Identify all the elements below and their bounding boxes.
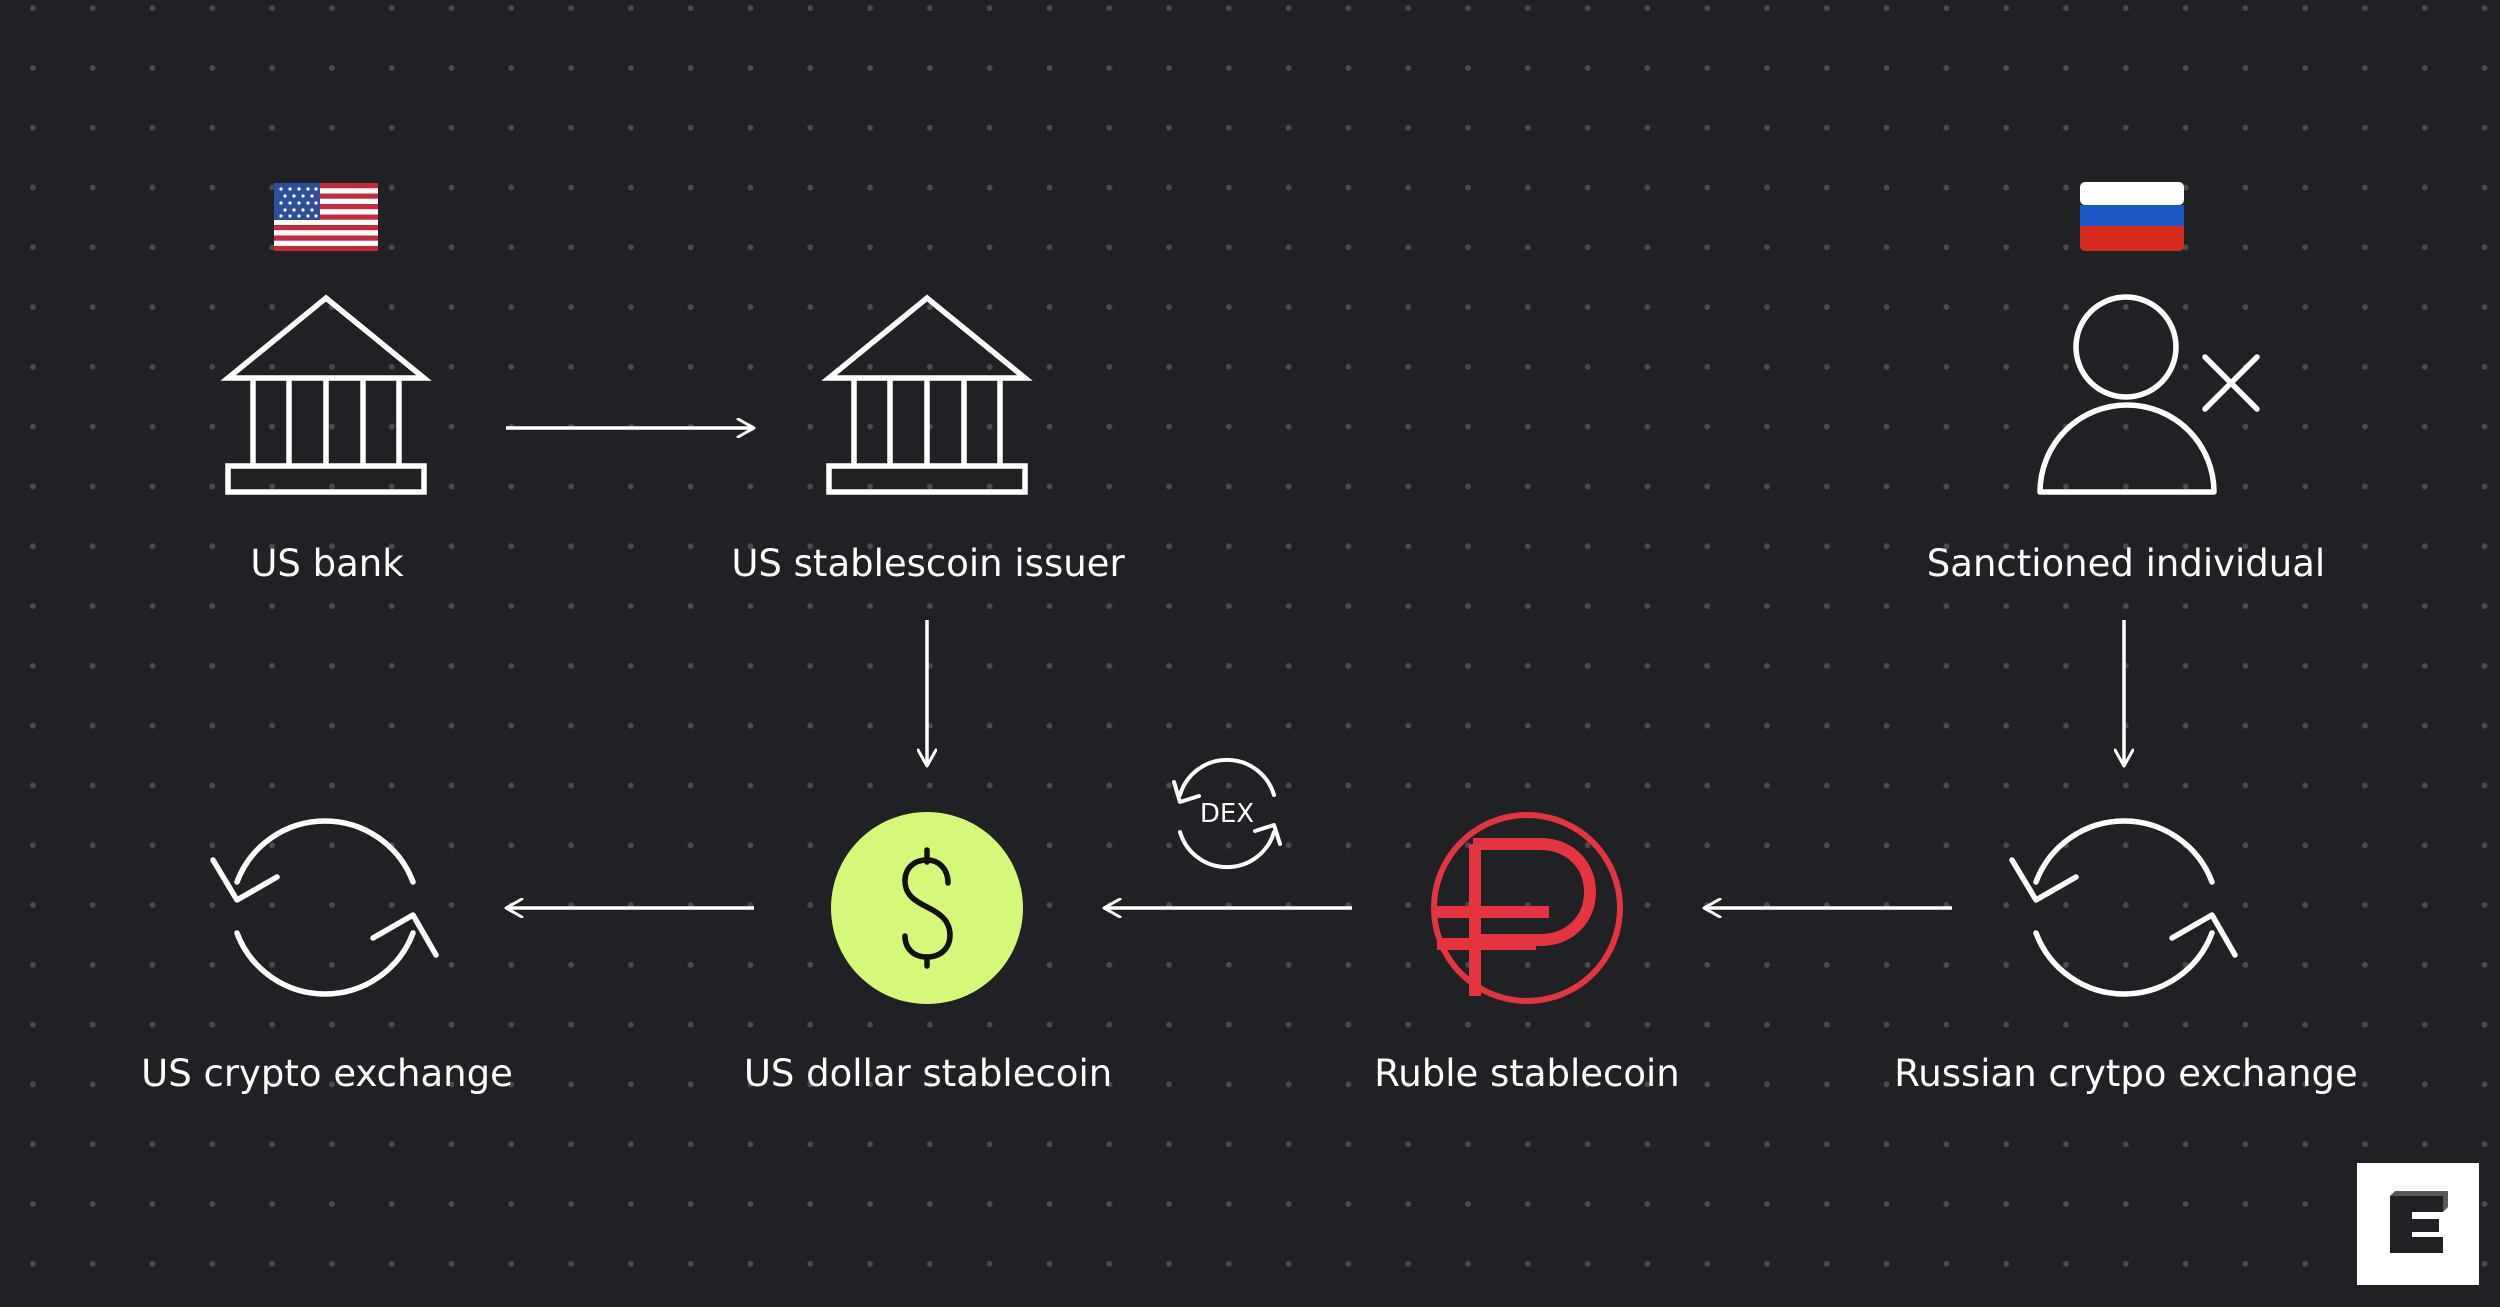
node-label-us-issuer: US stablescoin issuer bbox=[731, 542, 1125, 585]
russia-flag-icon bbox=[2080, 182, 2184, 251]
bank-icon bbox=[220, 294, 432, 495]
dollar-coin-icon bbox=[831, 812, 1023, 1004]
node-label-ru-exchange: Russian crytpo exchange bbox=[1894, 1052, 2358, 1095]
exchange-cycle-icon bbox=[2009, 818, 2238, 997]
us-flag-icon bbox=[274, 183, 378, 251]
node-label-ruble-coin: Ruble stablecoin bbox=[1374, 1052, 1680, 1095]
node-label-usd-coin: US dollar stablecoin bbox=[743, 1052, 1113, 1095]
dex-label: DEX bbox=[1200, 799, 1254, 829]
node-label-sanctioned: Sanctioned individual bbox=[1926, 542, 2326, 585]
publisher-e-logo bbox=[2390, 1191, 2448, 1253]
dex-swap-icon bbox=[1172, 757, 1282, 870]
exchange-cycle-icon bbox=[210, 818, 439, 997]
node-label-us-bank: US bank bbox=[250, 542, 404, 585]
user-blocked-icon bbox=[2037, 294, 2260, 495]
node-label-us-exchange: US crypto exchange bbox=[141, 1052, 513, 1095]
ruble-coin-icon bbox=[1431, 812, 1623, 1004]
publisher-logo bbox=[2357, 1163, 2479, 1285]
bank-icon bbox=[821, 294, 1033, 495]
